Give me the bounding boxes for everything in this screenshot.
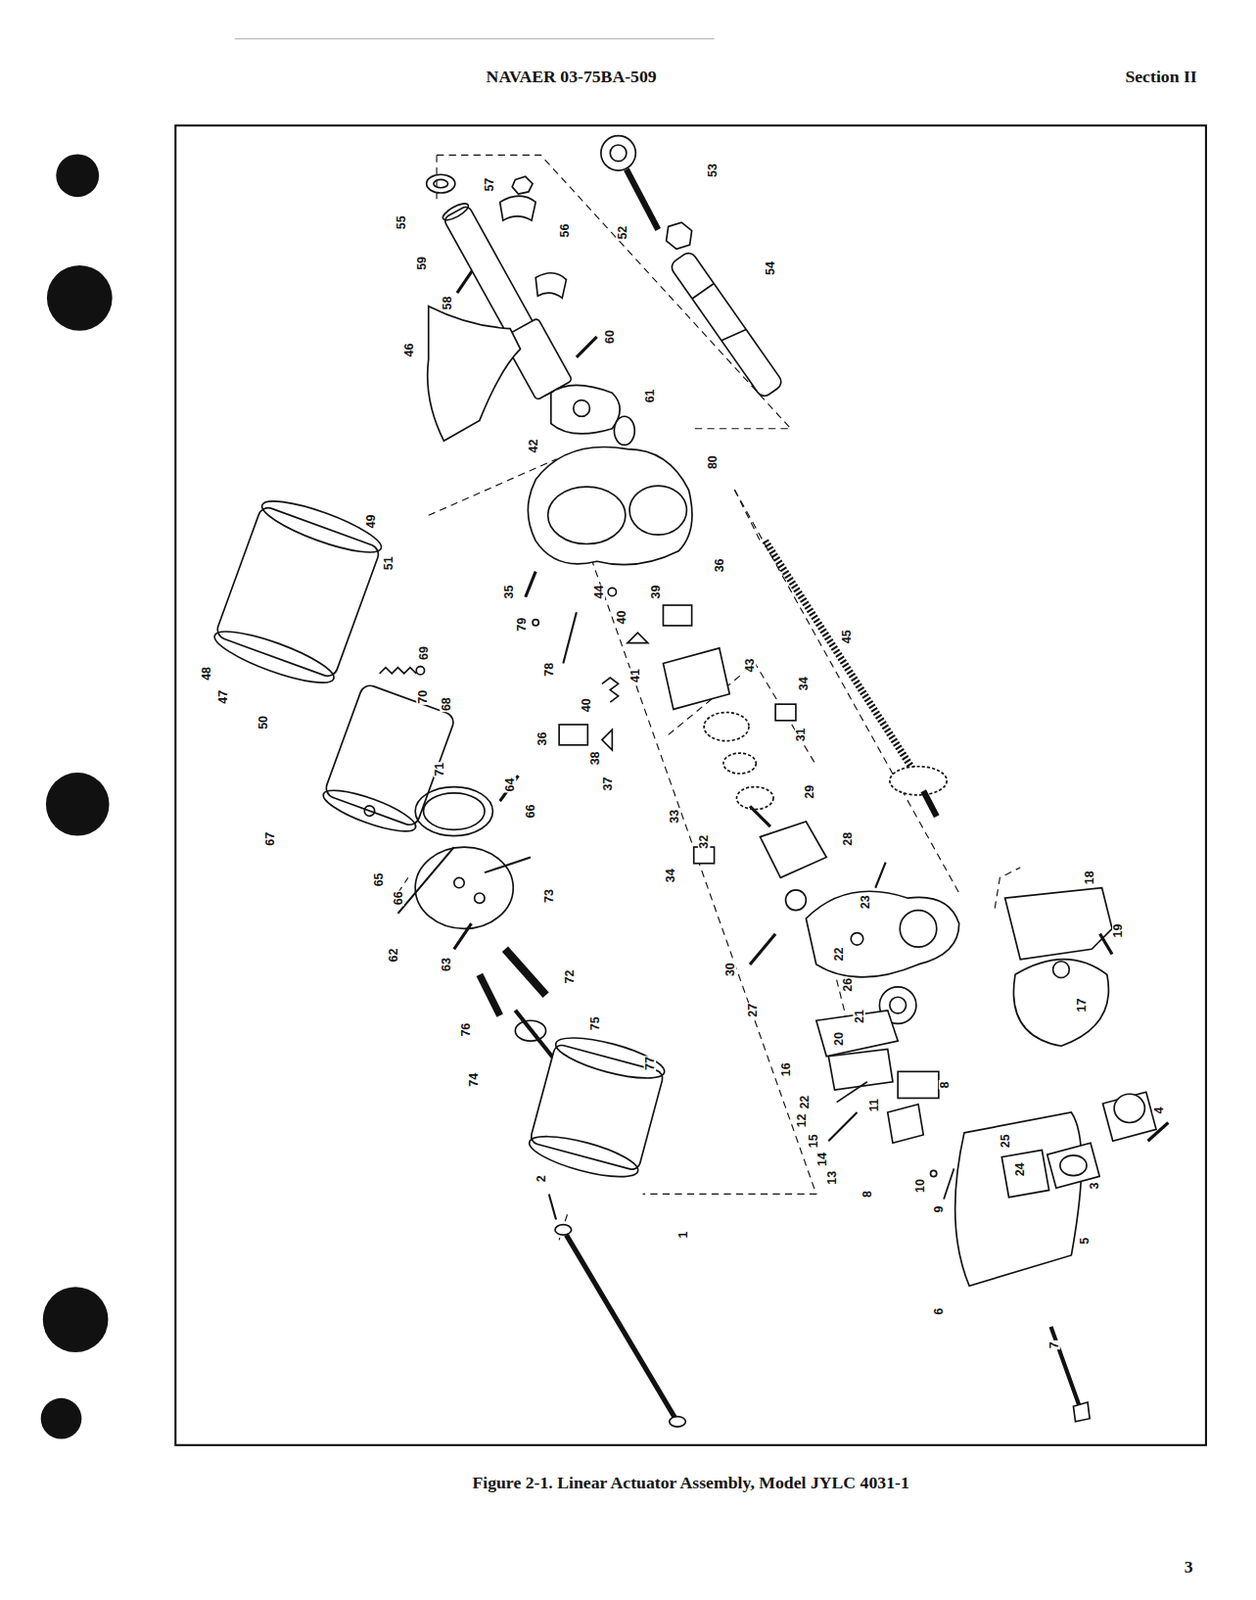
callout-number: 26 — [841, 976, 855, 993]
callout-number: 1 — [677, 1230, 691, 1240]
callout-number: 34 — [663, 867, 677, 884]
callout-number: 29 — [802, 784, 816, 800]
callout-number: 32 — [697, 834, 711, 850]
callout-number: 73 — [542, 887, 556, 904]
callout-number: 65 — [372, 871, 385, 887]
callout-number: 49 — [364, 513, 377, 530]
callout-number: 47 — [217, 689, 231, 705]
callout-number: 56 — [558, 223, 571, 239]
callout-number: 41 — [629, 667, 643, 684]
callout-number: 20 — [832, 1030, 845, 1047]
callout-number: 22 — [798, 1094, 812, 1111]
callout-number: 16 — [779, 1061, 792, 1077]
callout-number: 4 — [1153, 1105, 1166, 1115]
callout-number: 48 — [199, 665, 213, 682]
callout-number: 70 — [416, 689, 429, 705]
callout-number: 14 — [816, 1151, 830, 1167]
callout-number: 77 — [644, 1055, 657, 1071]
callout-number: 40 — [580, 697, 594, 713]
callout-number: 75 — [588, 1015, 602, 1031]
callout-number: 55 — [394, 214, 408, 231]
callout-number: 45 — [840, 628, 854, 645]
figure-caption: Figure 2-1. Linear Actuator Assembly, Mo… — [471, 1474, 909, 1492]
page-header: NAVAER 03-75BA-509 — [486, 67, 657, 86]
callout-number: 10 — [914, 1177, 928, 1194]
page-header: Section II — [1124, 67, 1197, 86]
callout-number: 19 — [1112, 923, 1125, 939]
callout-number: 31 — [794, 726, 808, 743]
callout-number: 52 — [616, 225, 630, 241]
callout-number: 40 — [614, 609, 628, 626]
callout-number: 69 — [417, 645, 430, 661]
callout-number: 68 — [439, 696, 453, 712]
callout-number: 72 — [562, 968, 576, 984]
callout-number: 37 — [602, 775, 615, 791]
callout-number: 60 — [604, 328, 617, 345]
callout-number: 57 — [483, 177, 497, 193]
callout-number: 25 — [998, 1132, 1012, 1149]
callout-number: 74 — [466, 1071, 480, 1088]
callout-number: 67 — [264, 831, 278, 847]
callout-number: 13 — [825, 1169, 838, 1186]
callout-number: 22 — [832, 945, 845, 962]
callout-number: 28 — [841, 831, 855, 847]
callout-number: 50 — [257, 714, 271, 731]
callout-number: 18 — [1083, 869, 1097, 885]
callout-number: 12 — [795, 1112, 809, 1128]
callout-number: 30 — [724, 961, 738, 977]
callout-number: 2 — [534, 1173, 548, 1183]
callout-number: 35 — [503, 583, 516, 600]
callout-number: 46 — [403, 341, 417, 358]
callout-number: 54 — [764, 260, 778, 277]
callout-number: 39 — [650, 583, 663, 600]
callout-number: 8 — [861, 1189, 875, 1199]
callout-number: 27 — [746, 1002, 760, 1019]
callout-number: 9 — [932, 1205, 946, 1214]
callout-number: 34 — [797, 675, 811, 692]
callout-number: 24 — [1014, 1161, 1027, 1177]
callout-number: 80 — [705, 454, 719, 470]
callout-number: 8 — [938, 1079, 952, 1089]
callout-number: 79 — [514, 616, 528, 633]
callout-number: 17 — [1075, 997, 1089, 1014]
callout-number: 63 — [439, 956, 453, 973]
callout-number: 44 — [593, 583, 606, 600]
callout-number: 76 — [460, 1022, 473, 1038]
callout-number: 42 — [527, 437, 541, 454]
callout-number: 53 — [705, 162, 719, 179]
callout-number: 21 — [852, 1008, 866, 1024]
callout-number: 66 — [524, 803, 538, 820]
callout-number: 23 — [859, 893, 873, 910]
callout-number: 3 — [1088, 1181, 1102, 1191]
callout-number: 64 — [504, 776, 517, 792]
callout-number: 36 — [535, 731, 549, 747]
callout-number: 38 — [588, 749, 602, 766]
callout-number: 15 — [806, 1132, 820, 1149]
callout-number: 61 — [644, 387, 657, 404]
page-header: 3 — [1184, 1557, 1194, 1576]
callout-number: 36 — [713, 557, 727, 573]
callout-number: 62 — [387, 947, 401, 964]
callout-number: 11 — [868, 1097, 882, 1113]
callout-number: 6 — [932, 1306, 946, 1316]
callout-number: 78 — [542, 661, 556, 678]
callout-number: 58 — [440, 295, 454, 312]
callout-number: 66 — [391, 889, 405, 906]
callout-number: 33 — [668, 808, 682, 825]
callout-number: 59 — [415, 255, 428, 272]
callout-number: 7 — [1047, 1340, 1061, 1350]
callout-number: 51 — [382, 555, 396, 571]
callout-number: 5 — [1078, 1236, 1092, 1246]
callout-number: 43 — [744, 657, 757, 674]
callout-number: 71 — [433, 761, 447, 778]
